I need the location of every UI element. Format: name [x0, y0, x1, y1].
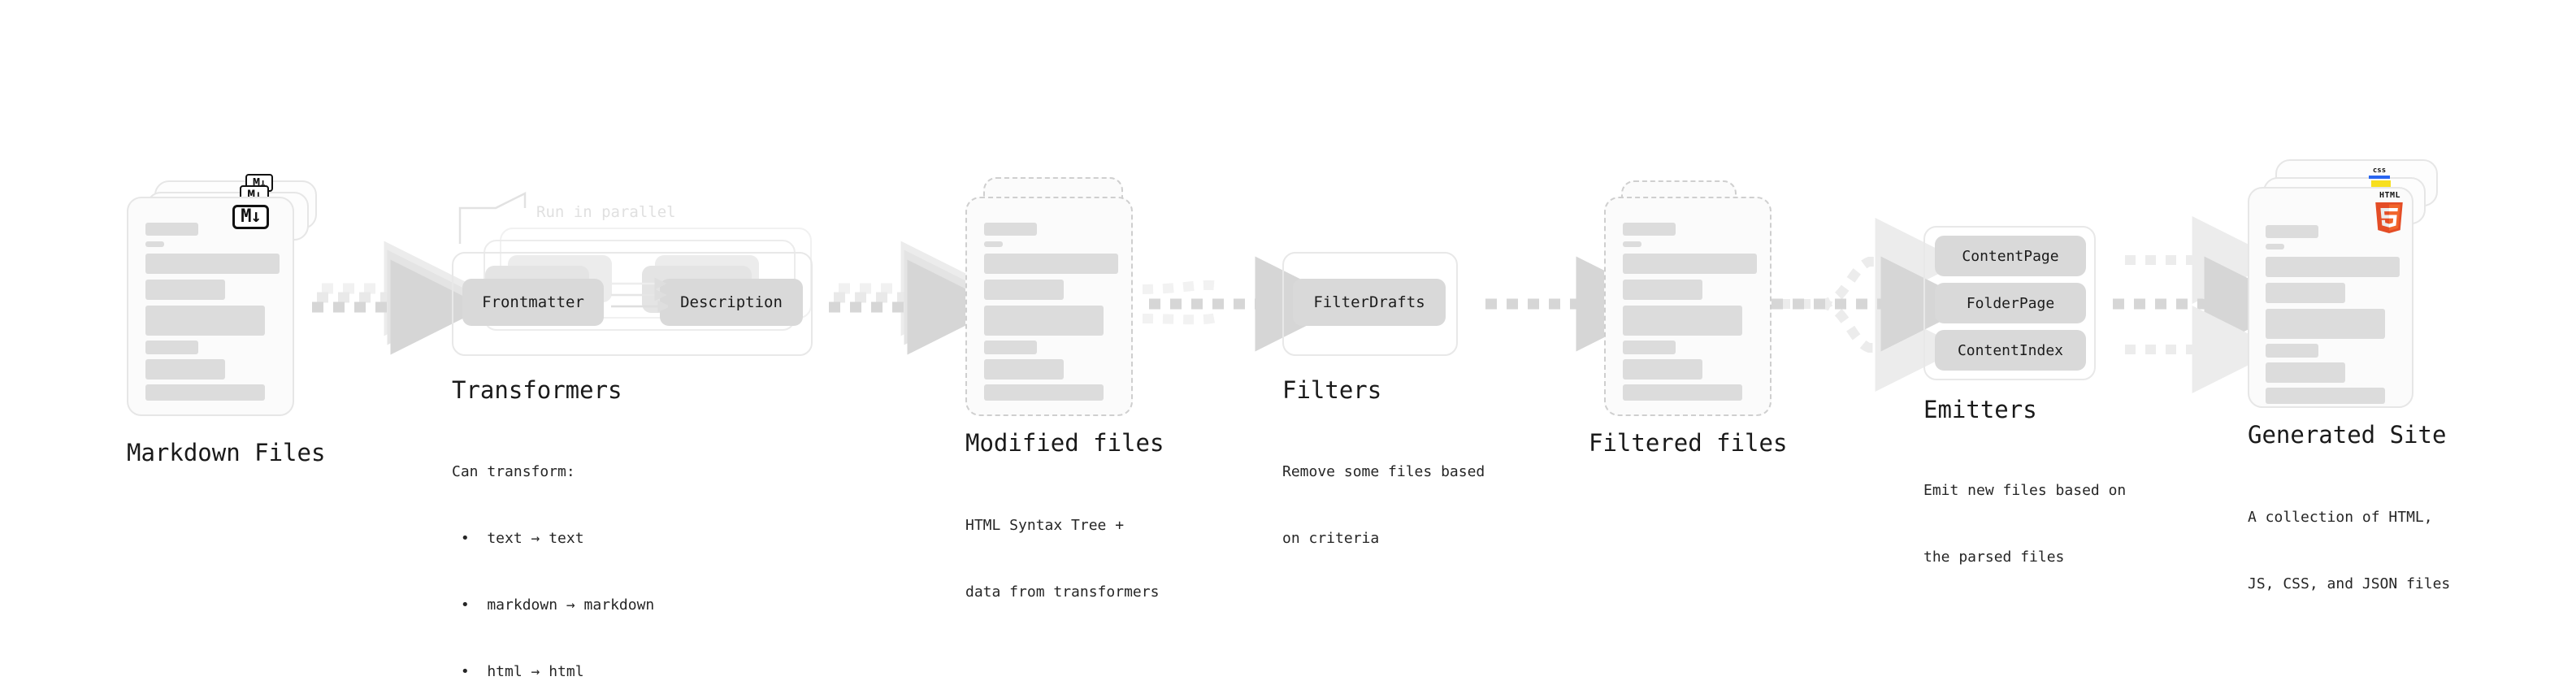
transformers-desc-line-3: • html → html [452, 662, 584, 680]
emitters-desc-line-1: the parsed files [1923, 548, 2065, 566]
skeleton-subtext [984, 241, 1003, 247]
emitters-desc-line-0: Emit new files based on [1923, 481, 2127, 499]
skeleton-line-4 [2266, 344, 2318, 358]
skeleton-line-2 [2266, 283, 2345, 303]
modified-files-title: Modified files [965, 429, 1164, 457]
filters-title: Filters [1282, 376, 1382, 404]
markdown-card-front [127, 197, 294, 416]
generated-site-description: A collection of HTML, JS, CSS, and JSON … [2248, 462, 2450, 640]
skeleton-line-3 [1623, 306, 1742, 336]
skeleton-line-4 [984, 340, 1037, 354]
arrow-markdown-to-transformers [312, 241, 486, 355]
filtered-files-title: Filtered files [1589, 429, 1788, 457]
generated-desc-line-1: JS, CSS, and JSON files [2248, 575, 2451, 592]
filters-desc-line-0: Remove some files based [1282, 462, 1485, 480]
skeleton-line-5 [145, 359, 225, 380]
css-badge-bar [2369, 176, 2390, 179]
html5-badge-label: HTML [2379, 191, 2401, 200]
skeleton-line-6 [145, 384, 265, 401]
skeleton-line-3 [145, 306, 265, 336]
arrow-modified-to-filters [1142, 256, 1351, 352]
skeleton-line-5 [1623, 359, 1702, 380]
skeleton-line-6 [984, 384, 1104, 401]
filters-desc-line-1: on criteria [1282, 529, 1380, 547]
transformer-internal-arrows [611, 277, 668, 313]
skeleton-subtext [145, 241, 164, 247]
html5-shield-icon [2375, 202, 2403, 233]
filtered-card-front [1604, 197, 1772, 416]
skeleton-heading [2266, 225, 2318, 238]
skeleton-line-3 [2266, 309, 2385, 339]
transformers-desc-line-0: Can transform: [452, 462, 575, 480]
arrow-transformers-to-modified [829, 241, 1003, 355]
run-in-parallel-annotation: Run in parallel [536, 203, 676, 221]
generated-desc-line-0: A collection of HTML, [2248, 508, 2433, 526]
skeleton-line-2 [984, 280, 1064, 300]
transformers-desc-line-1: • text → text [452, 529, 584, 547]
transformers-description: Can transform: • text → text • markdown … [452, 416, 654, 681]
emitter-chip-contentpage[interactable]: ContentPage [1935, 236, 2086, 276]
arrow-emitters-to-generated [2113, 216, 2300, 393]
emitters-title: Emitters [1923, 396, 2037, 423]
modified-desc-line-1: data from transformers [965, 583, 1160, 601]
skeleton-line-1 [145, 254, 280, 274]
transformer-chip-frontmatter[interactable]: Frontmatter [462, 279, 604, 326]
skeleton-line-5 [984, 359, 1064, 380]
skeleton-line-4 [145, 340, 198, 354]
transformers-desc-line-2: • markdown → markdown [452, 596, 655, 614]
css-badge-icon: css [2369, 166, 2390, 179]
skeleton-subtext [2266, 244, 2284, 249]
transformers-groupbox [452, 252, 813, 356]
emitters-groupbox [1923, 226, 2096, 380]
skeleton-line-3 [984, 306, 1104, 336]
skeleton-heading [984, 223, 1037, 236]
emitter-chip-contentindex[interactable]: ContentIndex [1935, 330, 2086, 371]
skeleton-line-5 [2266, 362, 2345, 383]
markdown-files-title: Markdown Files [127, 439, 326, 466]
filter-chip-filterdrafts[interactable]: FilterDrafts [1293, 279, 1446, 326]
skeleton-line-2 [145, 280, 225, 300]
modified-desc-line-0: HTML Syntax Tree + [965, 516, 1125, 534]
filters-groupbox [1282, 252, 1458, 356]
modified-card-front [965, 197, 1133, 416]
skeleton-line-1 [2266, 257, 2400, 277]
emitter-chip-folderpage[interactable]: FolderPage [1935, 283, 2086, 323]
skeleton-line-6 [1623, 384, 1742, 401]
skeleton-line-2 [1623, 280, 1702, 300]
css-badge-label: css [2372, 167, 2387, 175]
skeleton-line-1 [984, 254, 1118, 274]
skeleton-heading [1623, 223, 1676, 236]
generated-site-title: Generated Site [2248, 421, 2447, 449]
skeleton-line-4 [1623, 340, 1676, 354]
transformers-title: Transformers [452, 376, 622, 404]
filters-description: Remove some files based on criteria [1282, 416, 1485, 594]
modified-files-description: HTML Syntax Tree + data from transformer… [965, 470, 1159, 648]
skeleton-line-1 [1623, 254, 1757, 274]
html5-badge-icon: HTML [2374, 192, 2406, 234]
skeleton-heading [145, 223, 198, 236]
arrow-filtered-to-emitters [1772, 218, 1976, 392]
markdown-badge-icon: M↓ [232, 205, 269, 229]
skeleton-line-6 [2266, 388, 2385, 404]
transformer-chip-description[interactable]: Description [660, 279, 803, 326]
emitters-description: Emit new files based on the parsed files [1923, 435, 2126, 613]
skeleton-subtext [1623, 241, 1641, 247]
